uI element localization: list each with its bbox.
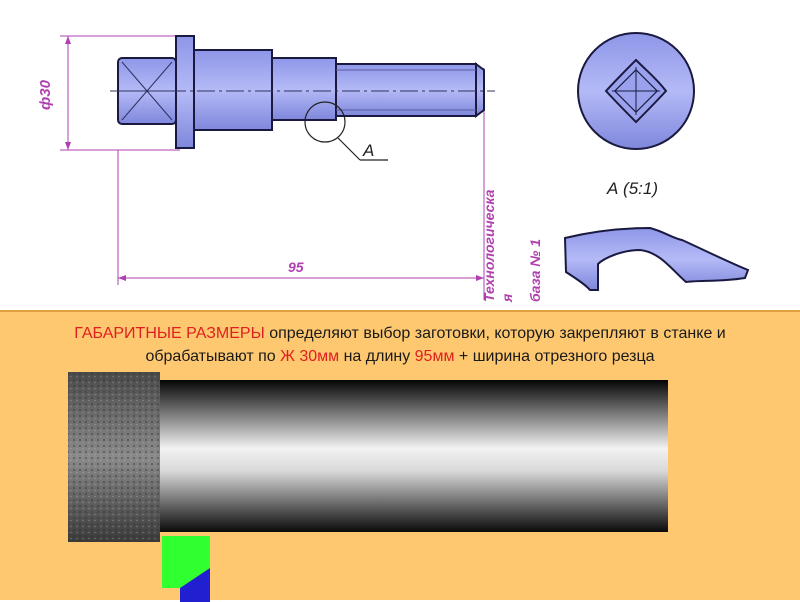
caption-text-part: определяют выбор заготовки, которую закр…: [145, 325, 726, 365]
length-label: 95: [288, 259, 304, 275]
detail-marker-circle: [304, 101, 346, 143]
cutting-tool-blue: [180, 568, 210, 602]
workpiece-bar: [158, 380, 668, 532]
caption-text-part: на длину: [339, 348, 415, 365]
base-label-line1: Технологическа: [481, 189, 497, 302]
bolt-shank: [193, 49, 273, 131]
base-label-line3: база № 1: [527, 239, 543, 302]
bolt-thread: [335, 63, 477, 117]
caption-text: ГАБАРИТНЫЕ РАЗМЕРЫ определяют выбор заго…: [40, 322, 760, 368]
thread-lines: [336, 69, 476, 111]
detail-profile: [563, 226, 750, 291]
dimension-arrows: [65, 36, 484, 281]
end-view: [577, 32, 695, 150]
info-panel: ГАБАРИТНЫЕ РАЗМЕРЫ определяют выбор заго…: [0, 310, 800, 602]
caption-text-part: + ширина отрезного резца: [454, 348, 655, 365]
detail-title: А (5:1): [606, 179, 658, 198]
bolt-neck: [271, 57, 337, 121]
bolt-part: [117, 35, 485, 149]
caption-highlight-title: ГАБАРИТНЫЕ РАЗМЕРЫ: [74, 325, 265, 342]
detail-leader: [337, 137, 361, 161]
cutting-tool-green: [162, 536, 210, 588]
caption-highlight-diameter: Ж 30мм: [280, 348, 340, 365]
caption-highlight-length: 95мм: [414, 348, 455, 365]
workpiece-illustration: [68, 372, 668, 602]
base-label-line2: я: [499, 294, 515, 303]
diameter-label: ф30: [37, 79, 54, 110]
detail-marker-label: А: [362, 141, 374, 160]
bolt-collar: [175, 35, 195, 149]
technical-drawing: ф30 95 А А (5:1) Технологическа я база №…: [37, 32, 750, 303]
